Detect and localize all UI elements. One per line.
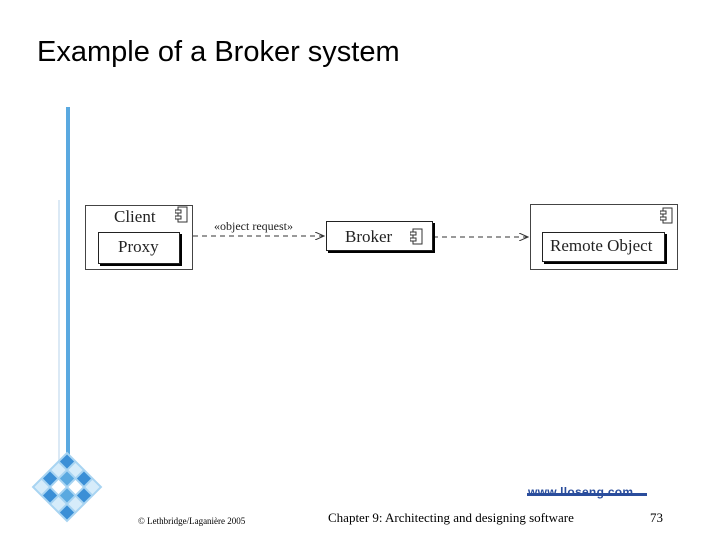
slide-title: Example of a Broker system (37, 36, 400, 68)
diamond-logo-icon (31, 451, 103, 523)
remote-object-component (542, 232, 665, 262)
remote-object-label: Remote Object (550, 236, 653, 255)
proxy-label: Proxy (118, 237, 159, 256)
chapter-footer: Chapter 9: Architecting and designing so… (328, 510, 574, 525)
component-icon (410, 228, 423, 245)
client-label: Client (114, 207, 156, 226)
accent-horizontal-bar (527, 493, 647, 496)
page-number: 73 (650, 510, 663, 525)
website-link[interactable]: www.lloseng.com (528, 485, 634, 499)
copyright-text: © Lethbridge/Laganière 2005 (138, 516, 246, 526)
proxy-component (98, 232, 180, 264)
component-icon (175, 206, 188, 223)
component-icon (660, 207, 673, 224)
accent-vertical-bar-faint (58, 200, 60, 500)
object-request-label: «object request» (214, 219, 293, 233)
accent-vertical-bar (66, 107, 70, 502)
broker-label: Broker (345, 227, 393, 246)
